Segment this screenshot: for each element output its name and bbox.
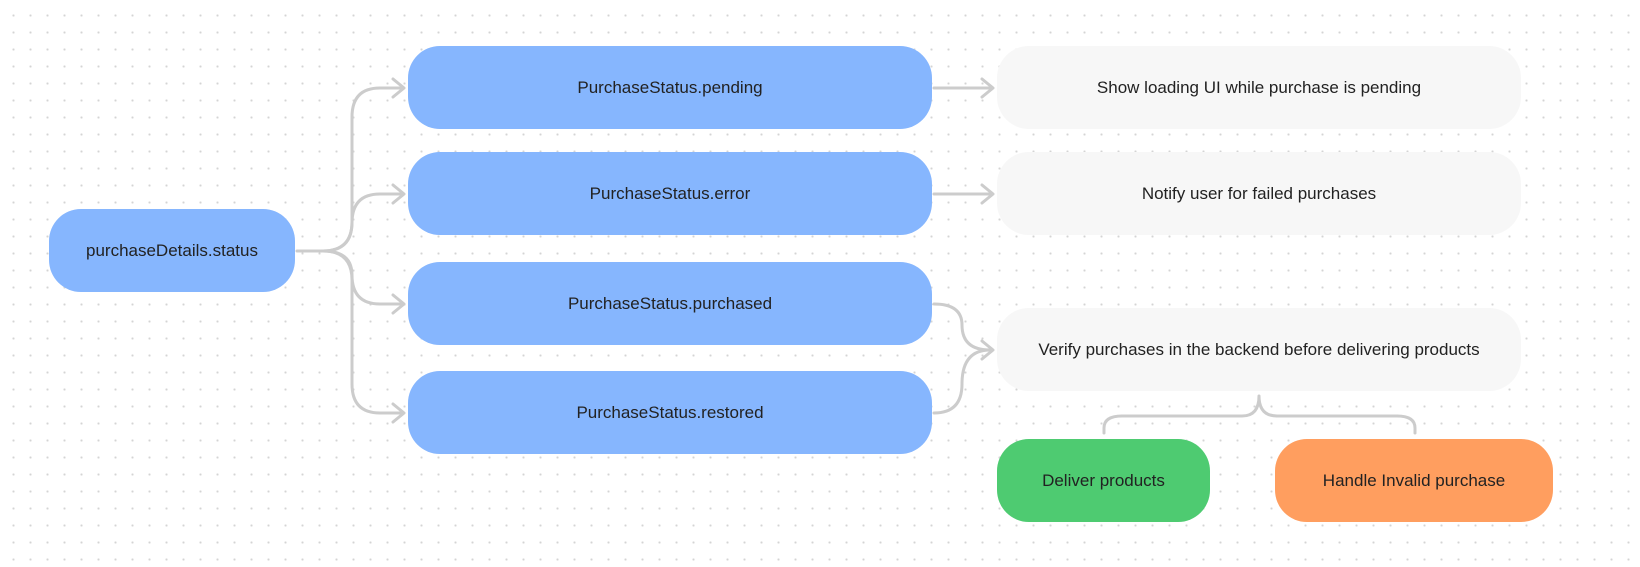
connector-root-to-restored	[321, 249, 405, 415]
action-notify-user-node: Notify user for failed purchases	[997, 152, 1521, 235]
status-pending-node: PurchaseStatus.pending	[408, 46, 932, 129]
action-verify-node: Verify purchases in the backend before d…	[997, 308, 1521, 391]
root-status-node: purchaseDetails.status	[49, 209, 295, 292]
outcome-deliver-label: Deliver products	[1042, 470, 1165, 490]
action-verify-label: Verify purchases in the backend before d…	[1038, 339, 1480, 359]
arrowhead-pending	[391, 77, 406, 99]
status-error-label: PurchaseStatus.error	[589, 183, 751, 203]
root-status-label: purchaseDetails.status	[86, 240, 258, 260]
arrowhead-restored	[391, 402, 406, 424]
connector-verify-bracket	[1102, 394, 1417, 435]
status-pending-label: PurchaseStatus.pending	[577, 77, 763, 97]
outcome-deliver-node: Deliver products	[997, 439, 1210, 522]
connector-purchased-to-verify	[932, 302, 994, 352]
connector-restored-to-verify	[932, 348, 992, 415]
arrowhead-error	[391, 183, 406, 205]
arrowhead-verify	[980, 339, 995, 361]
connector-root-to-pending	[295, 86, 405, 253]
status-error-node: PurchaseStatus.error	[408, 152, 932, 235]
arrowhead-purchased	[391, 293, 406, 315]
outcome-handle-invalid-label: Handle Invalid purchase	[1322, 470, 1506, 490]
connector-root-to-error	[321, 192, 405, 253]
status-purchased-label: PurchaseStatus.purchased	[567, 293, 773, 313]
status-purchased-node: PurchaseStatus.purchased	[408, 262, 932, 345]
connector-root-to-purchased	[321, 249, 405, 306]
status-restored-label: PurchaseStatus.restored	[576, 402, 764, 422]
status-restored-node: PurchaseStatus.restored	[408, 371, 932, 454]
outcome-handle-invalid-node: Handle Invalid purchase	[1275, 439, 1553, 522]
arrowhead-notify	[980, 183, 995, 205]
action-show-loading-node: Show loading UI while purchase is pendin…	[997, 46, 1521, 129]
action-show-loading-label: Show loading UI while purchase is pendin…	[1096, 77, 1422, 97]
action-notify-user-label: Notify user for failed purchases	[1141, 183, 1377, 203]
arrowhead-loading	[980, 77, 995, 99]
